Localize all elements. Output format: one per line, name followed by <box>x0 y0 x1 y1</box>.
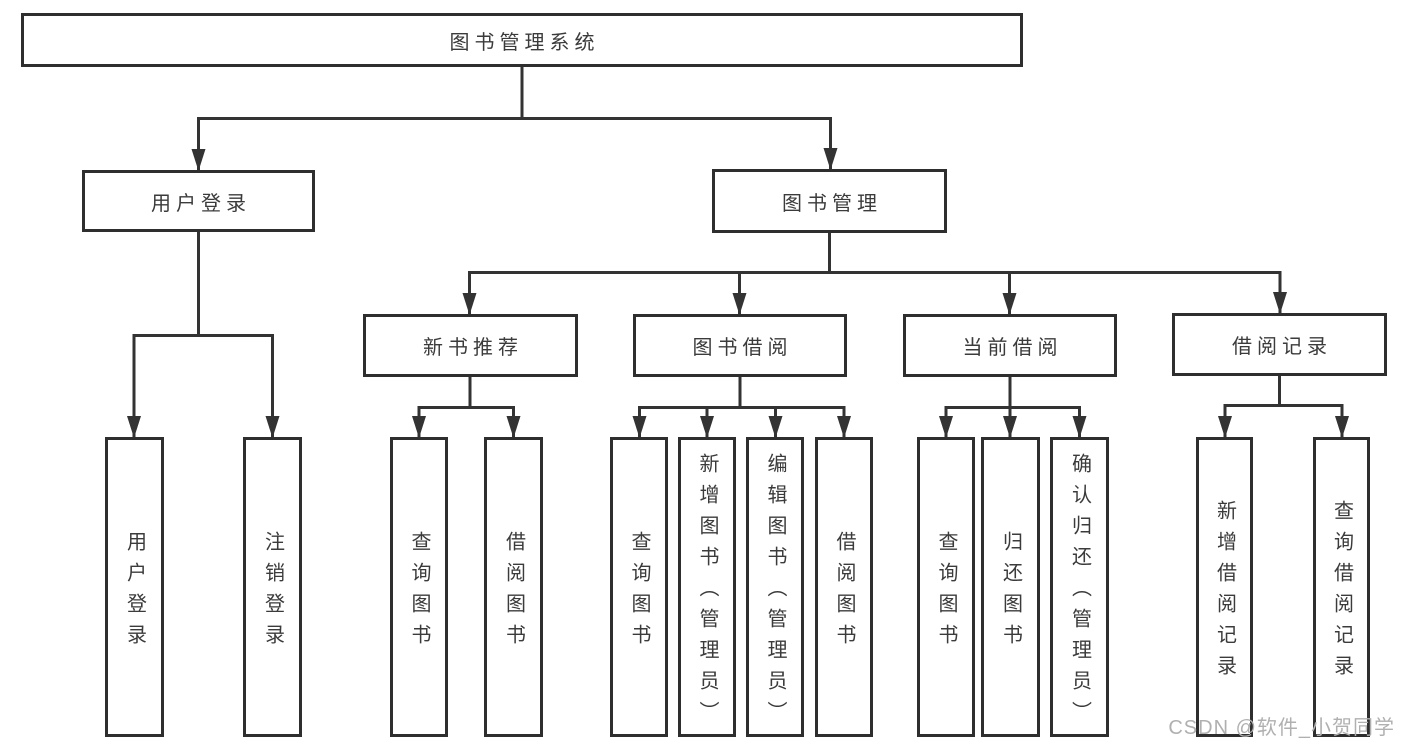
node-user-login: 用户登录 <box>82 170 315 232</box>
node-label: 借阅记录 <box>1232 336 1332 358</box>
node-label: 图书管理 <box>782 192 882 215</box>
node-book-management: 图书管理 <box>712 169 947 233</box>
node-borrow-records: 借阅记录 <box>1172 313 1387 376</box>
leaf-add-books-admin: 新增图书（管理员） <box>678 437 736 737</box>
leaf-query-books-recommend: 查询图书 <box>390 437 448 737</box>
leaf-logout-login: 注销登录 <box>243 437 302 737</box>
node-root: 图书管理系统 <box>21 13 1023 67</box>
leaf-label: 编辑图书（管理员） <box>764 453 786 732</box>
node-label: 用户登录 <box>151 192 251 215</box>
leaf-label: 新增借阅记录 <box>1213 499 1236 686</box>
leaf-add-borrow-record: 新增借阅记录 <box>1196 437 1253 737</box>
leaf-user-login: 用户登录 <box>105 437 164 737</box>
leaf-label: 借阅图书 <box>833 530 855 655</box>
leaf-return-books: 归还图书 <box>981 437 1040 737</box>
leaf-borrow-books-borrowing: 借阅图书 <box>815 437 873 737</box>
leaf-label: 查询图书 <box>408 530 430 655</box>
leaf-label: 借阅图书 <box>502 530 525 655</box>
leaf-query-books-current: 查询图书 <box>917 437 975 737</box>
node-label: 新书推荐 <box>423 337 523 359</box>
leaf-label: 确认归还（管理员） <box>1068 453 1091 732</box>
node-label: 图书借阅 <box>692 337 793 359</box>
leaf-label: 注销登录 <box>261 530 284 655</box>
leaf-label: 新增图书（管理员） <box>696 453 718 732</box>
node-label: 当前借阅 <box>962 337 1063 359</box>
leaf-label: 查询图书 <box>935 530 957 655</box>
leaf-label: 查询图书 <box>628 530 650 655</box>
node-current-borrowing: 当前借阅 <box>903 314 1117 377</box>
leaf-query-books-borrowing: 查询图书 <box>610 437 668 737</box>
leaf-query-borrow-record: 查询借阅记录 <box>1313 437 1370 737</box>
leaf-edit-books-admin: 编辑图书（管理员） <box>746 437 804 737</box>
node-new-book-recommend: 新书推荐 <box>363 314 578 377</box>
csdn-watermark: CSDN @软件_小贺同学 <box>1168 717 1395 739</box>
node-book-borrowing: 图书借阅 <box>633 314 847 377</box>
node-label: 图书管理系统 <box>449 31 600 54</box>
leaf-label: 用户登录 <box>123 530 146 655</box>
leaf-borrow-books-recommend: 借阅图书 <box>484 437 543 737</box>
leaf-label: 归还图书 <box>999 530 1022 655</box>
leaf-label: 查询借阅记录 <box>1330 499 1353 686</box>
leaf-confirm-return-admin: 确认归还（管理员） <box>1050 437 1109 737</box>
